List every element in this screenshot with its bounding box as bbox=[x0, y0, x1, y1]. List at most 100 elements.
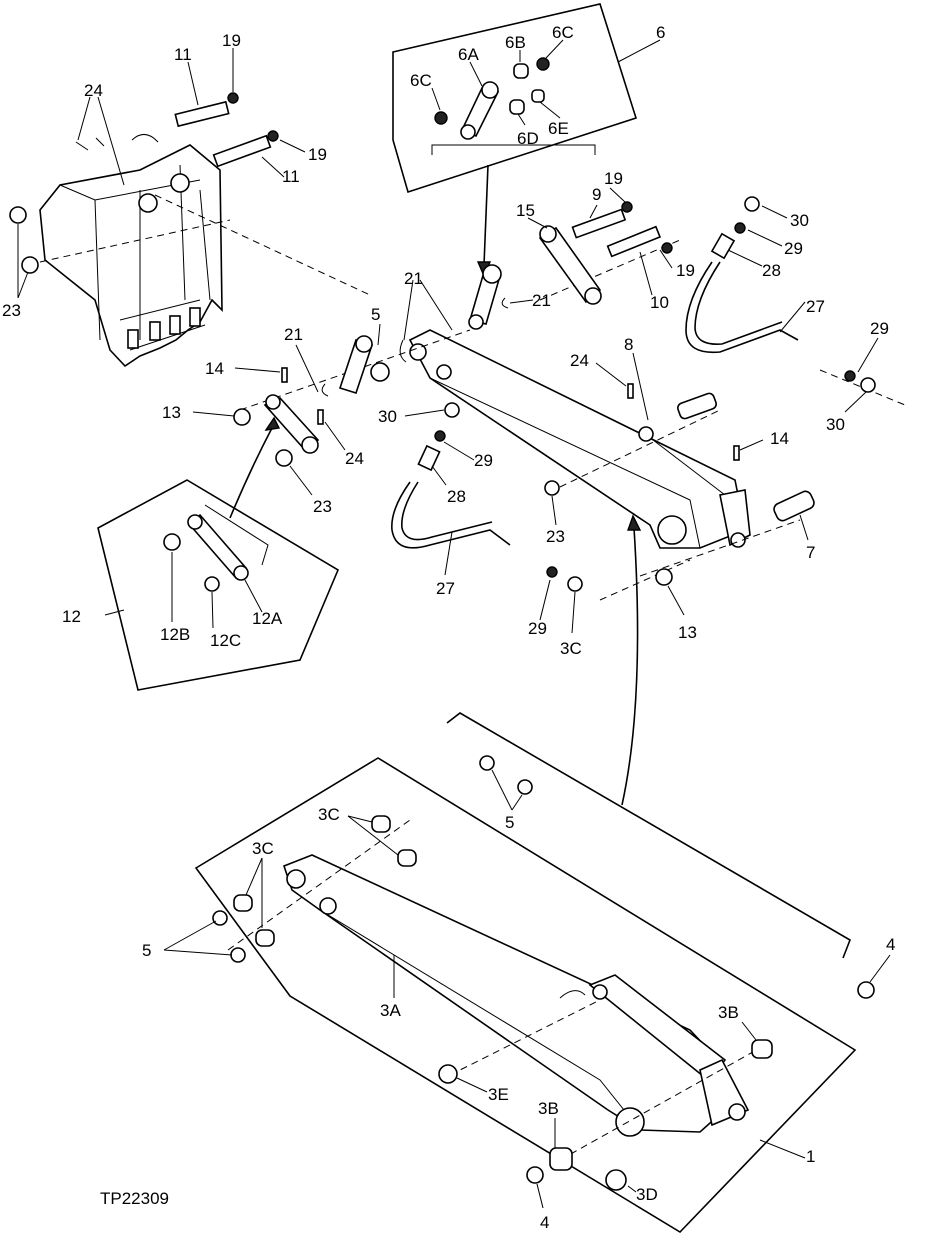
fitting-28-right bbox=[710, 232, 736, 260]
bucket bbox=[39, 134, 223, 368]
label-30-c: 30 bbox=[378, 407, 397, 426]
leader-lines bbox=[17, 39, 891, 1209]
label-1: 1 bbox=[806, 1147, 815, 1166]
label-19-mid: 19 bbox=[308, 145, 327, 164]
fitting-30-b bbox=[444, 402, 460, 418]
label-29-d: 29 bbox=[528, 619, 547, 638]
label-7: 7 bbox=[806, 543, 815, 562]
bushing-3C-left-a bbox=[233, 894, 253, 912]
bushing-3C-top-b bbox=[397, 849, 417, 867]
label-28-left: 28 bbox=[447, 487, 466, 506]
label-30-b: 30 bbox=[826, 415, 845, 434]
inset-box-6 bbox=[392, 3, 638, 194]
label-12B: 12B bbox=[160, 625, 190, 644]
link-12A-inset bbox=[187, 504, 269, 581]
label-3C-top: 3C bbox=[318, 805, 340, 824]
washer-23-mid bbox=[275, 449, 293, 467]
label-19-d: 19 bbox=[676, 261, 695, 280]
washer-5-a bbox=[479, 755, 495, 771]
washer-23-left-a bbox=[9, 206, 27, 224]
bushing-3C-left-b bbox=[255, 929, 275, 947]
arrow-12-to-link bbox=[229, 416, 281, 519]
bushing-6D bbox=[509, 99, 525, 115]
pin-7 bbox=[773, 490, 815, 522]
bracket-group-5 bbox=[446, 712, 851, 959]
hose-27-left-inner bbox=[401, 481, 493, 541]
label-29-b: 29 bbox=[870, 319, 889, 338]
washer-4-bot bbox=[526, 1166, 544, 1184]
label-13-left: 13 bbox=[162, 403, 181, 422]
label-12A: 12A bbox=[252, 609, 283, 628]
label-3B-bot: 3B bbox=[538, 1099, 559, 1118]
bushing-12C bbox=[204, 576, 220, 592]
bolt-19-c bbox=[621, 201, 633, 213]
bracket-6 bbox=[431, 144, 596, 155]
link-12 bbox=[263, 394, 320, 454]
label-6B: 6B bbox=[505, 33, 526, 52]
pin-24-mid bbox=[317, 409, 324, 425]
label-30-d: 3C bbox=[560, 639, 582, 658]
arrow-1-to-boom bbox=[621, 514, 642, 806]
label-11-mid: 11 bbox=[282, 167, 300, 186]
washer-4-right bbox=[857, 981, 875, 999]
centerline-h bbox=[559, 1047, 761, 1161]
bushing-3B-top bbox=[751, 1039, 773, 1059]
label-14-left: 14 bbox=[205, 359, 224, 378]
clip-21-c bbox=[321, 383, 329, 397]
link-15 bbox=[538, 225, 602, 305]
label-5-mid: 5 bbox=[505, 813, 514, 832]
seal-29-a bbox=[734, 222, 746, 234]
bushing-3B-bot bbox=[549, 1147, 573, 1171]
label-6E: 6E bbox=[548, 119, 569, 138]
arrow-6-to-link bbox=[476, 164, 492, 278]
fitting-28-left bbox=[417, 444, 441, 472]
washer-5-b bbox=[517, 779, 533, 795]
label-6D: 6D bbox=[517, 129, 539, 148]
label-12: 12 bbox=[62, 607, 81, 626]
label-24-c: 24 bbox=[570, 351, 589, 370]
pin-24-c bbox=[627, 383, 634, 399]
centerline-j bbox=[599, 559, 691, 601]
label-24-top: 24 bbox=[84, 81, 103, 100]
link-6A bbox=[460, 81, 500, 140]
fitting-30-a bbox=[744, 196, 760, 212]
label-4-right: 4 bbox=[886, 935, 895, 954]
pin-8 bbox=[677, 392, 717, 420]
label-30-a: 30 bbox=[790, 211, 809, 230]
label-21-b: 21 bbox=[532, 291, 551, 310]
nut-6C-right bbox=[536, 57, 550, 71]
centerline-a bbox=[154, 194, 371, 296]
label-6A: 6A bbox=[458, 45, 479, 64]
centerline-f bbox=[539, 239, 681, 301]
label-23-c: 23 bbox=[546, 527, 565, 546]
label-3B-top: 3B bbox=[718, 1003, 739, 1022]
arm-upper bbox=[408, 329, 751, 549]
centerline-g bbox=[227, 819, 411, 951]
link-5 bbox=[338, 335, 390, 394]
label-8: 8 bbox=[624, 335, 633, 354]
bushing-12B bbox=[163, 533, 181, 551]
label-21-c: 21 bbox=[284, 325, 303, 344]
fitting-30-d bbox=[567, 576, 583, 592]
washer-13-right bbox=[655, 568, 673, 586]
label-14-right: 14 bbox=[770, 429, 789, 448]
label-5-left: 5 bbox=[142, 941, 151, 960]
label-6C-left: 6C bbox=[410, 71, 432, 90]
centerline-e bbox=[639, 519, 801, 577]
bushing-6B bbox=[513, 63, 529, 79]
washer-5-d bbox=[230, 947, 246, 963]
washer-23-c bbox=[544, 480, 560, 496]
pin-9 bbox=[571, 208, 627, 239]
figure-id: TP22309 bbox=[100, 1189, 169, 1208]
washer-3D bbox=[605, 1169, 627, 1191]
label-5-upper: 5 bbox=[371, 305, 380, 324]
boom bbox=[283, 854, 750, 1137]
label-28-right: 28 bbox=[762, 261, 781, 280]
fitting-30-c bbox=[860, 377, 876, 393]
label-10: 10 bbox=[650, 293, 669, 312]
label-3A: 3A bbox=[380, 1001, 401, 1020]
pin-10 bbox=[606, 225, 662, 258]
label-27-left: 27 bbox=[436, 579, 455, 598]
washer-3E bbox=[438, 1064, 458, 1084]
